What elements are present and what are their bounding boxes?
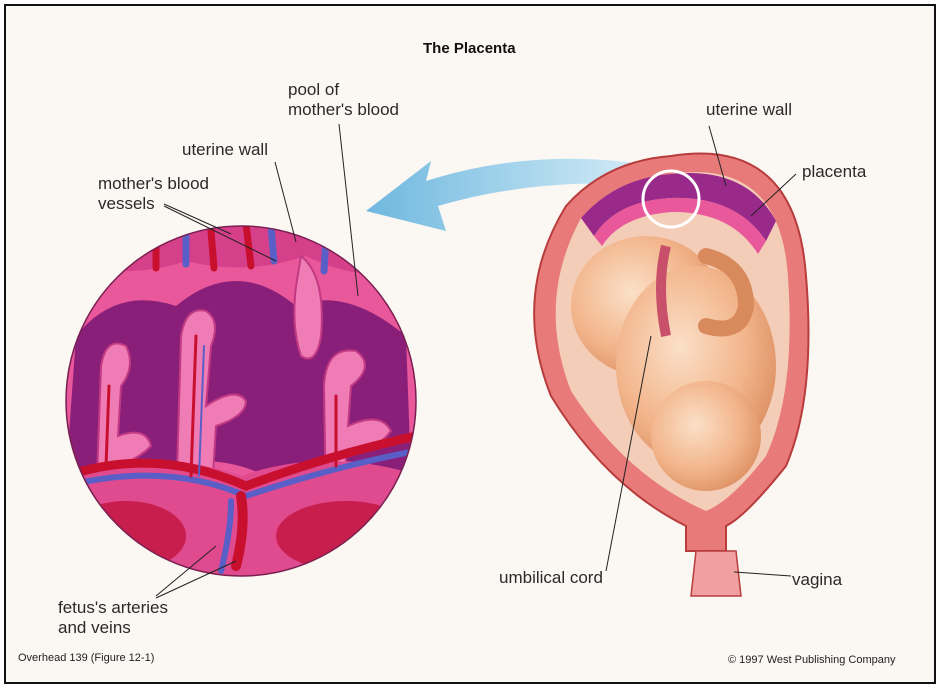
label-pool-line2: mother's blood — [288, 100, 399, 120]
label-uterine-wall-left: uterine wall — [182, 140, 268, 160]
label-pool-line1: pool of — [288, 80, 339, 100]
label-umbilical-cord: umbilical cord — [499, 568, 603, 588]
label-vagina: vagina — [792, 570, 842, 590]
label-placenta: placenta — [802, 162, 866, 182]
uterine-wall-band — [61, 221, 421, 274]
overhead-note: Overhead 139 (Figure 12-1) — [18, 652, 154, 664]
label-mothers-vessels-line1: mother's blood — [98, 174, 209, 194]
label-fetus-line1: fetus's arteries — [58, 598, 168, 618]
diagram-frame: The Placenta pool of mother's blood uter… — [4, 4, 936, 684]
label-mothers-vessels-line2: vessels — [98, 194, 155, 214]
diagram-title: The Placenta — [423, 40, 516, 57]
label-fetus-line2: and veins — [58, 618, 131, 638]
copyright-note: © 1997 West Publishing Company — [728, 654, 896, 666]
magnified-placenta-circle — [61, 221, 421, 581]
uterus-cross-section — [534, 154, 808, 597]
label-uterine-wall-right: uterine wall — [706, 100, 792, 120]
